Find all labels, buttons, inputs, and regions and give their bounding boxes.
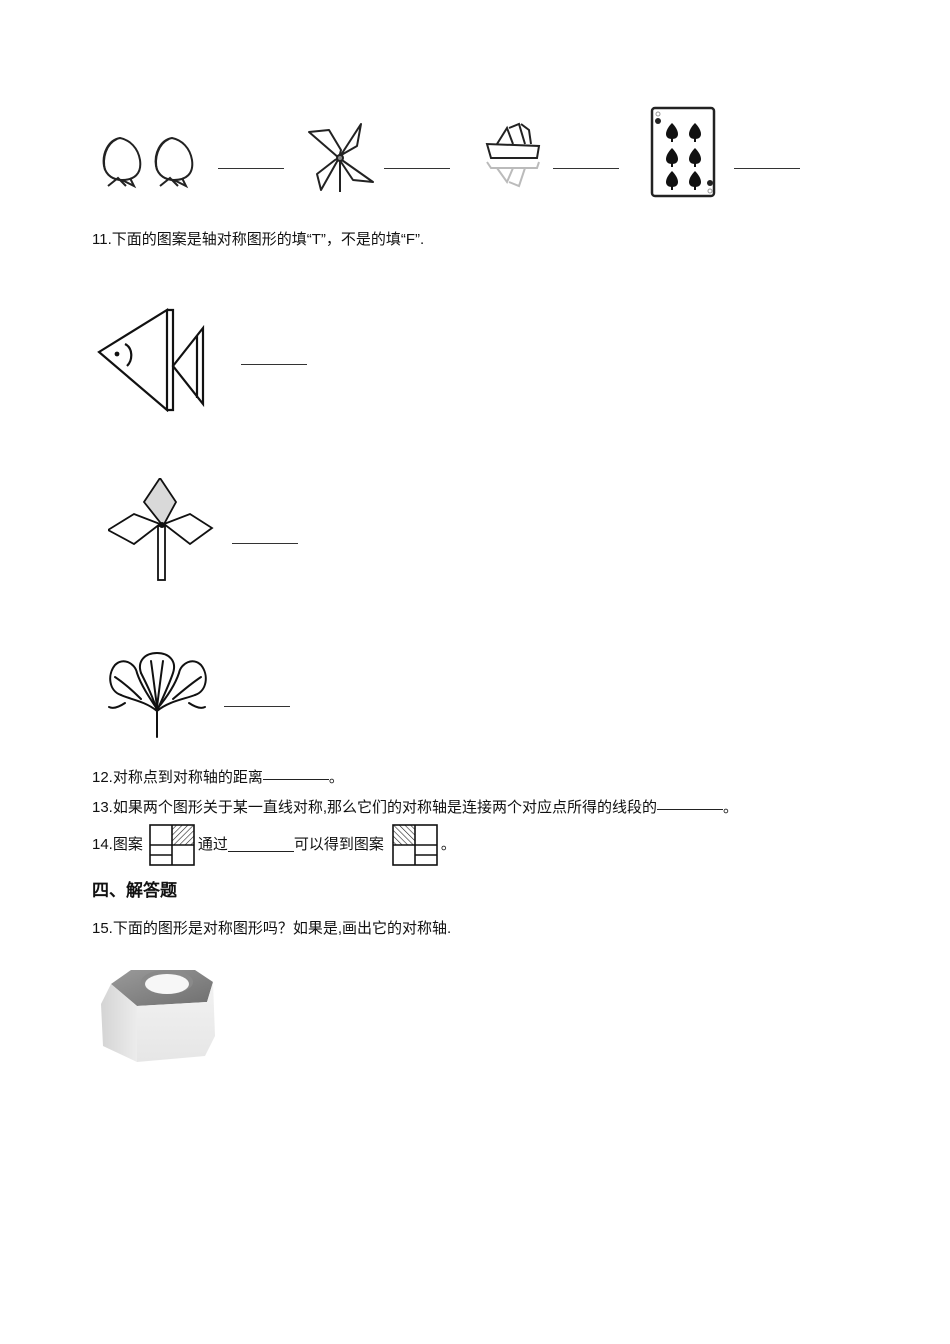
q14-text-3: 可以得到图案: [293, 836, 384, 853]
playing-card-figure: [648, 105, 720, 200]
ginkgo-leaf-icon: [108, 652, 207, 738]
q11-blank-fish[interactable]: [241, 364, 307, 365]
hex-nut-icon: [101, 970, 215, 1062]
section-4-title: 四、解答题: [92, 881, 177, 900]
q12-period: 。: [328, 769, 344, 786]
q12-blank[interactable]: [262, 779, 329, 780]
q11-question: 11.下面的图案是轴对称图形的填“T”，不是的填“F”.: [92, 230, 424, 250]
q14-text-2: 通过: [197, 836, 228, 853]
q11-blank-flower[interactable]: [232, 543, 298, 544]
diamond-flower-icon: [108, 478, 214, 581]
q13-text: 如果两个图形关于某一直线对称,那么它们的对称轴是连接两个对应点所得的线段的: [112, 799, 658, 816]
ginkgo-figure: [105, 651, 213, 739]
pattern-b-grid-icon: [392, 824, 438, 866]
q14-blank[interactable]: [227, 850, 294, 852]
q11-text: 下面的图案是轴对称图形的填“T”，不是的填“F”.: [111, 231, 425, 248]
pinwheel-figure: [303, 120, 377, 192]
six-of-spades-card-icon: [650, 106, 716, 198]
fish-figure: [97, 306, 209, 412]
q10-figure-row: [0, 100, 950, 210]
pattern-a-grid-icon: [149, 824, 195, 866]
pattern-b: [392, 824, 438, 866]
q12-text: 对称点到对称轴的距离: [112, 769, 263, 786]
q12-number: 12.: [92, 769, 113, 786]
q11-number: 11.: [92, 231, 112, 248]
q14-number: 14.: [92, 836, 113, 853]
q14-text-1: 图案: [112, 836, 143, 853]
q10-blank-1[interactable]: [218, 168, 284, 169]
q10-blank-2[interactable]: [384, 168, 450, 169]
q15-text: 下面的图形是对称图形吗？如果是,画出它的对称轴.: [112, 920, 452, 937]
peaches-figure: [100, 130, 206, 190]
q14-period: 。: [440, 836, 456, 853]
boat-figure: [485, 120, 545, 190]
q14-question: 14.图案 通过 可以得到图案: [92, 822, 456, 868]
q13-period: 。: [723, 799, 739, 816]
q10-blank-4[interactable]: [734, 168, 800, 169]
fish-icon: [97, 308, 205, 412]
peaches-icon: [102, 136, 194, 189]
boat-reflection-icon: [485, 122, 541, 188]
q13-blank[interactable]: [657, 809, 724, 810]
pinwheel-icon: [308, 123, 374, 192]
q13-question: 13.如果两个图形关于某一直线对称,那么它们的对称轴是连接两个对应点所得的线段的…: [92, 798, 738, 818]
q11-blank-ginkgo[interactable]: [224, 706, 290, 707]
q10-blank-3[interactable]: [553, 168, 619, 169]
q15-question: 15.下面的图形是对称图形吗？如果是,画出它的对称轴.: [92, 919, 451, 939]
q13-number: 13.: [92, 799, 113, 816]
hex-nut-figure: [97, 966, 221, 1066]
q15-number: 15.: [92, 920, 113, 937]
pattern-a: [149, 824, 195, 866]
q12-question: 12.对称点到对称轴的距离 。: [92, 768, 344, 788]
flower-figure: [108, 478, 218, 582]
